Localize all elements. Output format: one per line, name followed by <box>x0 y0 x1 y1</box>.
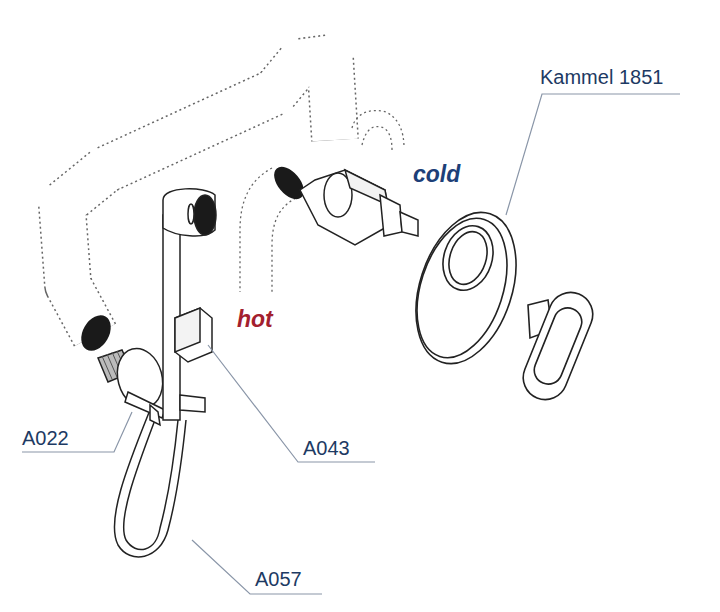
supply-pipe <box>62 58 335 356</box>
part-name: Kammel 1851 <box>540 66 663 88</box>
lever-handle <box>517 286 600 406</box>
shower-holder <box>175 308 212 412</box>
part-number: A057 <box>255 568 302 590</box>
cold-pipe <box>352 111 404 150</box>
part-number: A043 <box>303 437 350 459</box>
supply-label: cold <box>413 162 460 187</box>
angle-valve <box>98 343 169 425</box>
hand-shower <box>163 189 216 420</box>
hose <box>114 410 186 557</box>
part-number: A022 <box>22 427 69 449</box>
mixer-body <box>300 170 418 245</box>
supply-label: hot <box>237 307 273 332</box>
leader-lines <box>22 94 680 594</box>
escutcheon-plate <box>398 200 534 377</box>
